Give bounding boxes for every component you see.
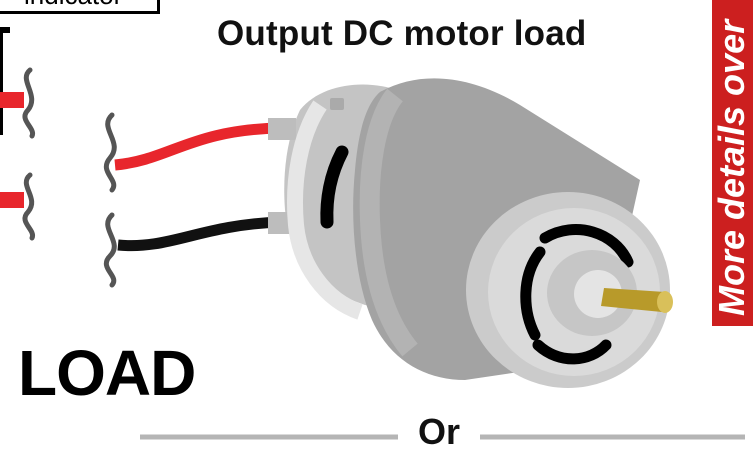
motor-shaft [601, 288, 665, 312]
circuit-wire-left [0, 27, 10, 135]
motor-terminal-top [268, 118, 296, 140]
break-symbol-red-wire [103, 112, 117, 193]
motor-body-highlight [359, 88, 418, 357]
motor-vent-rear-top [330, 98, 344, 110]
motor-front-arc-left [520, 246, 546, 341]
indicator-label: indicator [24, 0, 122, 10]
diagram-title: Output DC motor load [217, 14, 587, 53]
motor-front-arc-bottom [532, 339, 612, 365]
break-symbol-left-top [22, 67, 36, 139]
motor-shaft-tip [657, 291, 673, 313]
break-symbol-left-bottom [22, 172, 36, 241]
motor-slot-rear [320, 145, 349, 229]
indicator-label-box: indicator [0, 0, 160, 14]
motor-red-wire [114, 122, 281, 171]
more-details-banner-text: More details over [712, 19, 752, 316]
left-red-wire-top [0, 92, 24, 108]
motor-front-arc-top [539, 224, 634, 268]
motor-rear-ring [287, 100, 363, 320]
motor-black-wire [117, 216, 281, 252]
more-details-banner[interactable]: More details over [712, 0, 753, 326]
break-symbol-black-wire [103, 212, 117, 288]
dc-motor [268, 78, 673, 388]
or-separator-label: Or [418, 411, 461, 452]
left-red-wire-bottom [0, 192, 24, 208]
load-label: LOAD [18, 337, 196, 409]
